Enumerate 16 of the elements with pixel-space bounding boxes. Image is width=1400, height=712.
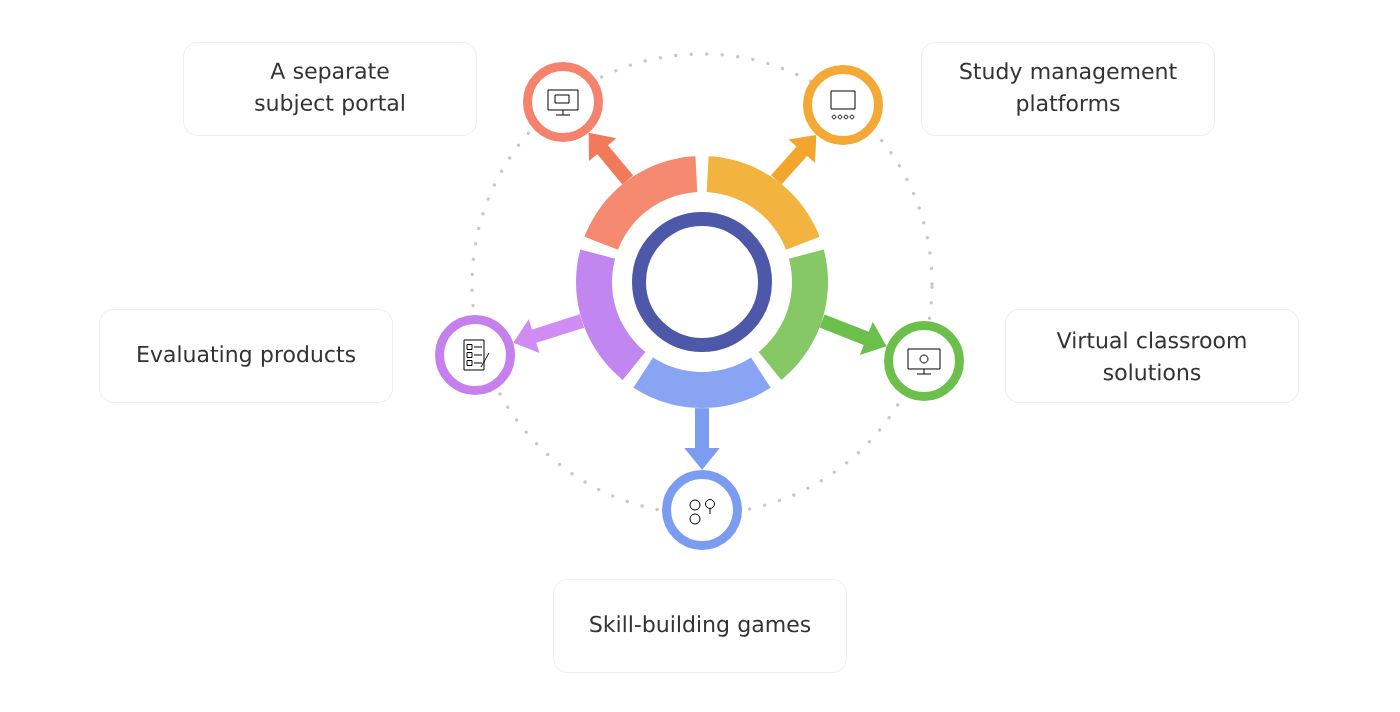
icon-circle: [662, 470, 742, 550]
text-card: Study management platforms: [921, 42, 1215, 136]
ring-segment: [576, 249, 646, 380]
icon-circle: [884, 321, 964, 401]
ring-segment: [758, 249, 828, 380]
icon-circle: [523, 62, 603, 142]
text-card: Virtual classroom solutions: [1005, 309, 1299, 403]
ring-segment: [706, 156, 820, 250]
text-card: A separate subject portal: [183, 42, 477, 136]
ring-circle: [632, 212, 772, 352]
ring-segment: [584, 156, 698, 250]
icon-circle: [803, 65, 883, 145]
text-card: Skill-building games: [553, 579, 847, 673]
text-card: Evaluating products: [99, 309, 393, 403]
icon-circle: [435, 315, 515, 395]
ring-segment: [633, 357, 771, 408]
